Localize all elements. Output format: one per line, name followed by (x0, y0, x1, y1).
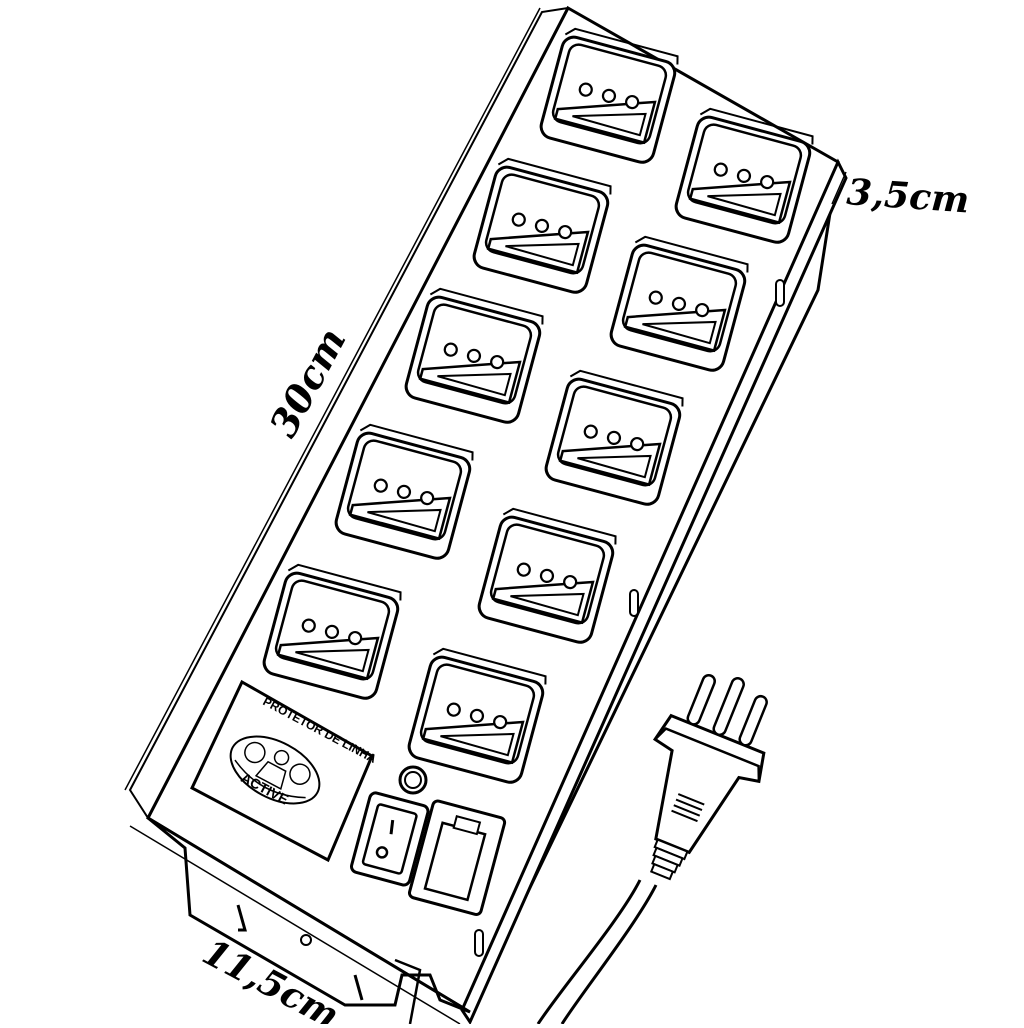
height-label: 3,5cm (845, 171, 970, 221)
power-cord (536, 879, 658, 1025)
fuse-holder (407, 799, 507, 916)
length-label: 30cm (260, 320, 354, 444)
led-indicator (398, 765, 428, 795)
dimension-lines (124, 7, 847, 1025)
power-switch[interactable] (350, 791, 430, 887)
power-plug (649, 673, 768, 881)
mounting-bracket (147, 816, 471, 1025)
